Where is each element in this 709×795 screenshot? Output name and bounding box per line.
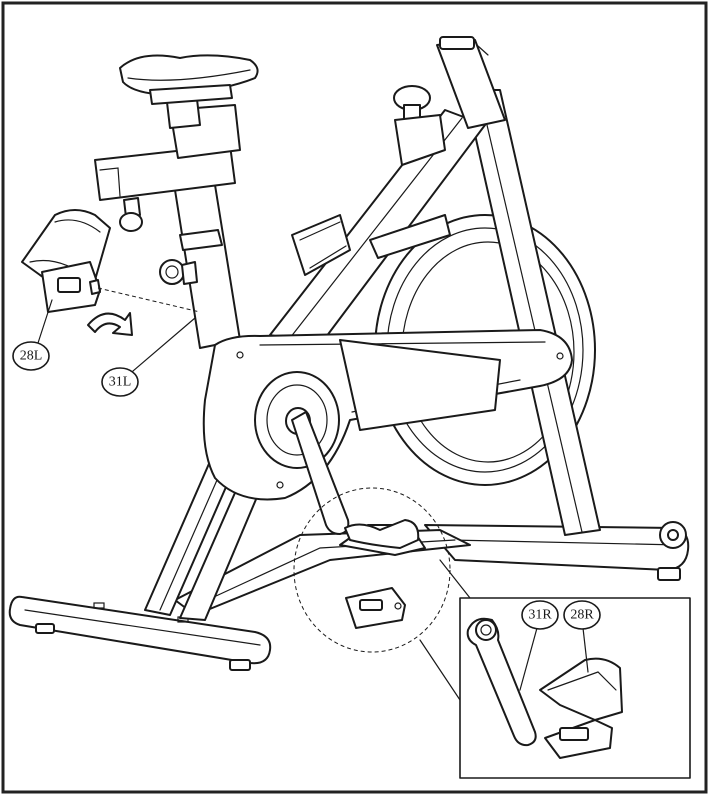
- seat-knobs: [119, 197, 198, 285]
- callout-28R: 28R: [563, 600, 601, 630]
- bottle-holder: [291, 214, 351, 276]
- callout-label-28L: 28L: [20, 349, 43, 364]
- magnifier-circle: [293, 487, 451, 653]
- right-pedal-inset: [459, 597, 691, 779]
- front-stabilizer: [424, 521, 690, 581]
- callout-31L: 31L: [101, 367, 139, 397]
- right-pedal-installed: [339, 519, 426, 556]
- callout-28L: 28L: [12, 341, 50, 371]
- left-pedal-detail: [21, 209, 201, 313]
- callout-label-31R: 31R: [528, 608, 552, 623]
- rotate-arrow-icon-left: [87, 312, 133, 336]
- bike-illustration: [8, 36, 690, 701]
- callout-label-28R: 28R: [570, 608, 594, 623]
- resistance-knob: [393, 85, 446, 166]
- saddle: [119, 54, 259, 105]
- rear-stabilizer: [8, 595, 272, 671]
- callout-31R: 31R: [521, 600, 559, 630]
- callout-label-31L: 31L: [109, 375, 132, 390]
- magnified-pedal: [345, 587, 406, 629]
